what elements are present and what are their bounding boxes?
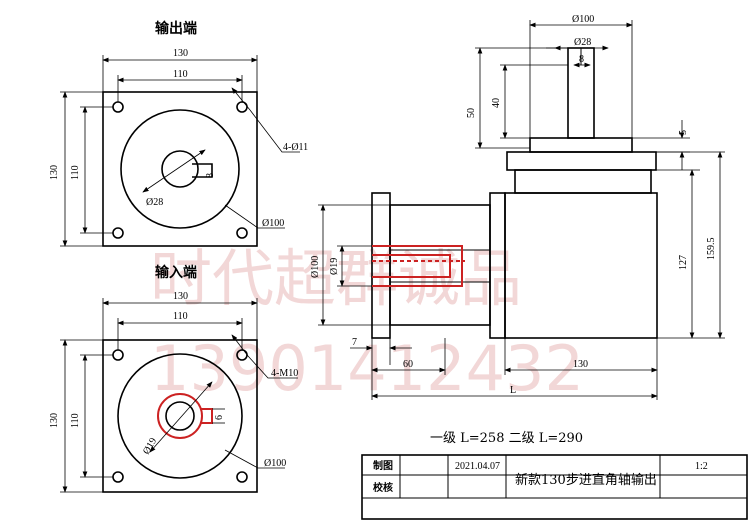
- input-hole-bl: [112, 471, 124, 483]
- side-dim-159: 159.5: [706, 238, 717, 261]
- output-pilot-circle: [120, 109, 240, 229]
- title-made-label: 制图: [373, 459, 393, 472]
- input-hole-tl: [112, 349, 124, 361]
- output-end-title: 输出端: [155, 20, 197, 37]
- length-note: 一级 L=258 二级 L=290: [430, 431, 583, 446]
- input-pilot-circle: [117, 353, 243, 479]
- output-flange-square: [102, 91, 258, 247]
- side-dim-L: L: [510, 385, 516, 396]
- side-dim-7: 7: [352, 337, 357, 348]
- side-dim-60: 60: [403, 359, 413, 370]
- gearbox-body: [504, 192, 658, 339]
- output-dim-130-left: 130: [49, 165, 60, 180]
- side-dim-key8: 8: [579, 54, 584, 65]
- side-dim-127: 127: [678, 255, 689, 270]
- input-flange-square: [102, 339, 258, 493]
- title-check-label: 校核: [373, 481, 393, 494]
- watermark-company: 时代超群诚品: [150, 242, 522, 315]
- output-hole-br: [236, 227, 248, 239]
- input-dim-130-top: 130: [173, 291, 188, 302]
- output-dim-110-left: 110: [70, 165, 81, 180]
- input-hole-br: [236, 471, 248, 483]
- side-dim-5: 5: [678, 130, 689, 135]
- output-key-label: 8: [205, 173, 216, 178]
- output-shaft-circle: [161, 150, 199, 188]
- side-dim-d100-top: Ø100: [572, 14, 594, 25]
- side-dim-d28: Ø28: [574, 37, 591, 48]
- side-dim-d100-left: Ø100: [310, 256, 321, 278]
- gearbox-neck: [514, 169, 652, 194]
- input-bore-inner: [372, 254, 451, 278]
- side-dim-50: 50: [466, 108, 477, 118]
- input-dim-110-top: 110: [173, 311, 188, 322]
- input-key-label: 6: [214, 415, 225, 420]
- input-dim-130-left: 130: [49, 413, 60, 428]
- output-flange-top: [529, 137, 633, 153]
- output-pilot-label: Ø100: [262, 218, 284, 229]
- output-dim-130-top: 130: [173, 48, 188, 59]
- output-shaft-label: Ø28: [146, 197, 163, 208]
- title-block: 制图 校核 2021.04.07 新款130步进直角轴输出 1:2: [361, 454, 748, 520]
- title-drawing-name: 新款130步进直角轴输出: [515, 472, 657, 488]
- input-end-view: 输入端 130 110 130 110 4-M10 Ø19: [49, 264, 298, 493]
- output-flange: [506, 151, 657, 171]
- input-bore: [372, 245, 463, 287]
- input-bore-label: Ø19: [141, 436, 159, 456]
- input-hole-label: 4-M10: [271, 368, 298, 379]
- side-dim-40: 40: [491, 98, 502, 108]
- input-dim-110-left: 110: [70, 413, 81, 428]
- input-adapter: [389, 204, 491, 326]
- input-bore-inner: [165, 401, 195, 431]
- title-date: 2021.04.07: [455, 461, 500, 472]
- side-view: Ø100 Ø28 8 50 40 5 127 159.5 Ø100: [310, 14, 725, 400]
- title-scale: 1:2: [695, 461, 708, 472]
- watermark-phone: 13901412432: [150, 332, 584, 405]
- output-dim-110-top: 110: [173, 69, 188, 80]
- output-hole-label: 4-Ø11: [283, 142, 308, 153]
- output-hole-tr: [236, 101, 248, 113]
- side-dim-d19: Ø19: [329, 258, 340, 275]
- output-hole-bl: [112, 227, 124, 239]
- output-end-view: 输出端 130 110 130 110 4-Ø11 Ø28 8 Ø: [49, 20, 308, 247]
- input-pilot-label: Ø100: [264, 458, 286, 469]
- input-end-title: 输入端: [155, 264, 197, 281]
- output-hole-tl: [112, 101, 124, 113]
- side-dim-130: 130: [573, 359, 588, 370]
